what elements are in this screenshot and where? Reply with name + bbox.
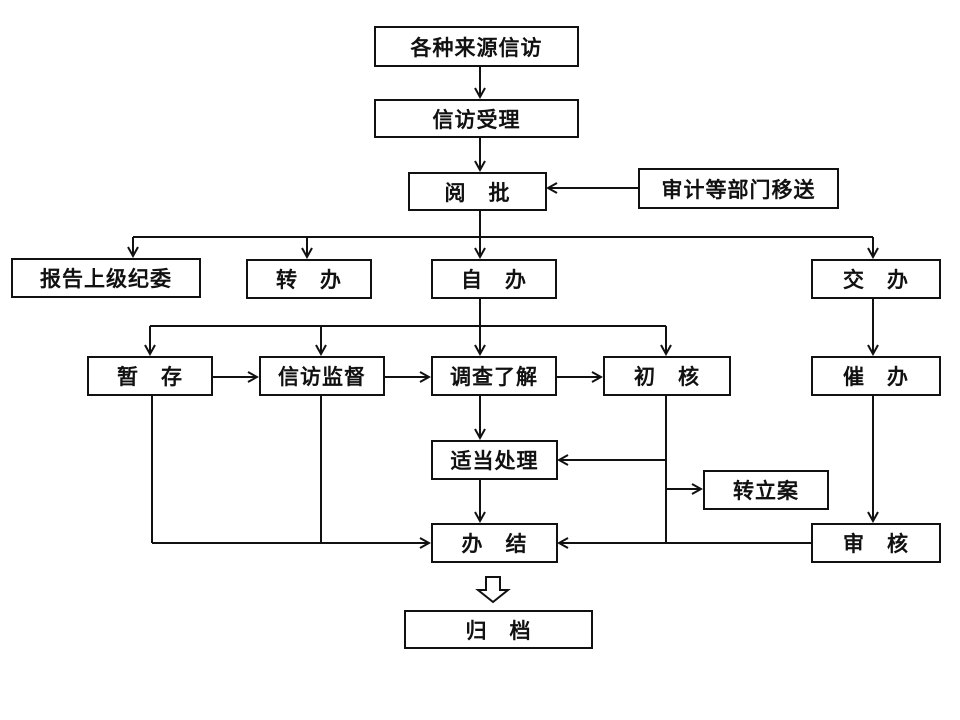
node-self-handle: 自 办 (431, 259, 557, 299)
node-to-case: 转立案 (703, 470, 829, 510)
node-report-upper: 报告上级纪委 (11, 258, 201, 298)
node-accept: 信访受理 (374, 99, 579, 138)
node-sources: 各种来源信访 (374, 26, 579, 67)
node-preliminary: 初 核 (603, 356, 731, 396)
node-review: 阅 批 (408, 172, 547, 211)
node-forward: 转 办 (246, 259, 372, 299)
node-appropriate: 适当处理 (431, 440, 558, 480)
node-supervise: 信访监督 (259, 356, 385, 396)
hollow-arrow-icon (475, 576, 511, 604)
node-investigate: 调查了解 (431, 356, 557, 396)
node-temp-store: 暂 存 (87, 356, 213, 396)
node-audit-transfer: 审计等部门移送 (638, 168, 839, 209)
node-conclude: 办 结 (431, 523, 558, 563)
node-archive: 归 档 (404, 610, 593, 649)
node-urge: 催 办 (811, 356, 941, 396)
node-audit-check: 审 核 (811, 523, 941, 563)
node-assign: 交 办 (811, 259, 941, 299)
